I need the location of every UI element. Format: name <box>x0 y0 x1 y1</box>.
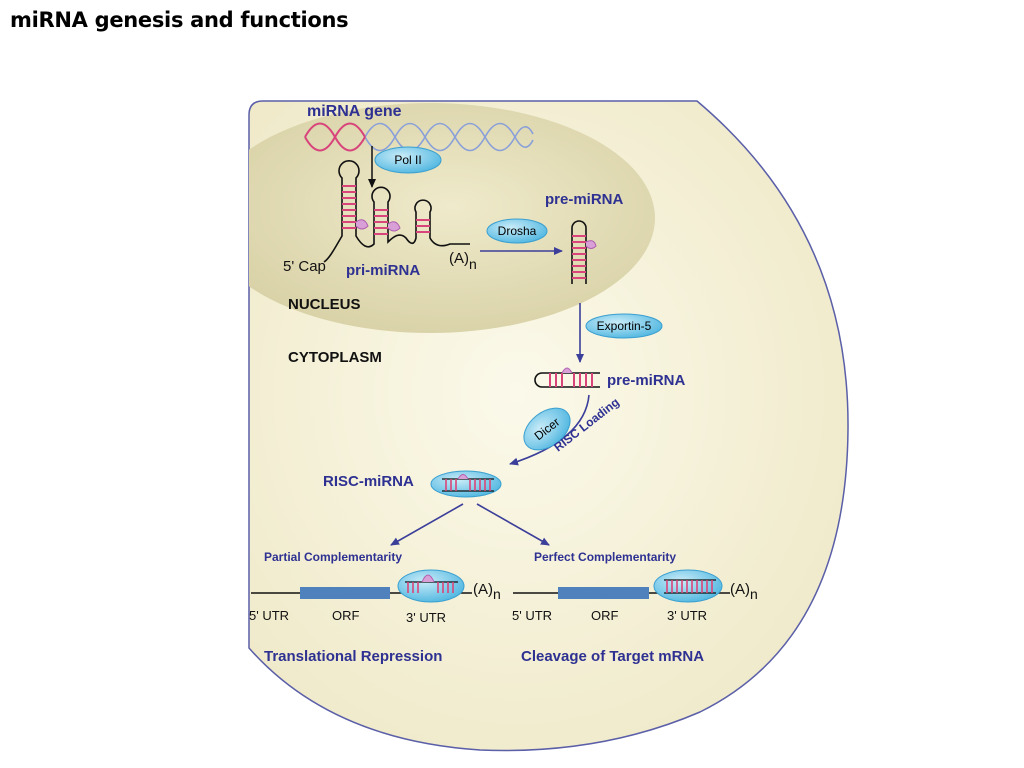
orf-right-box <box>558 587 649 599</box>
mirna-gene-label: miRNA gene <box>307 103 402 120</box>
translational-repression-label: Translational Repression <box>264 648 442 665</box>
pri-mirna-bulge <box>355 219 369 230</box>
cleavage-label: Cleavage of Target mRNA <box>521 648 704 665</box>
slide-title: miRNA genesis and functions <box>10 8 349 32</box>
exportin-enzyme <box>585 313 663 339</box>
nucleus-label: NUCLEUS <box>288 296 361 313</box>
mirna-gene-helix <box>304 122 534 152</box>
risc-mirna-label: RISC-miRNA <box>323 473 414 490</box>
drosha-enzyme <box>486 218 548 244</box>
poly-a-right-label: (A)n <box>730 581 758 602</box>
pol2-enzyme <box>374 146 442 174</box>
orf-left-label: ORF <box>332 608 360 623</box>
utr3-right-label: 3' UTR <box>667 608 707 623</box>
perfect-complementarity-label: Perfect Complementarity <box>534 550 676 564</box>
orf-left-box <box>300 587 390 599</box>
utr5-left-label: 5' UTR <box>249 608 289 623</box>
pre-mirna-nucleus-label: pre-miRNA <box>545 191 624 208</box>
pre-mirna-cytoplasm-hairpin <box>534 367 600 388</box>
mrna-left <box>251 569 472 603</box>
cytoplasm-label: CYTOPLASM <box>288 349 382 366</box>
risc-loading-arrow <box>509 394 590 466</box>
poly-a-left-label: (A)n <box>473 581 501 602</box>
orf-right-label: ORF <box>591 608 619 623</box>
utr3-left-label: 3' UTR <box>406 610 446 625</box>
pre-mirna-nucleus-hairpin <box>571 220 597 284</box>
pri-mirna-stems <box>342 185 430 235</box>
poly-a-nucleus-label: (A)n <box>449 250 477 272</box>
utr5-right-label: 5' UTR <box>512 608 552 623</box>
branch-arrow-right <box>476 503 550 546</box>
pol2-label: Pol II <box>394 153 421 167</box>
mrna-right <box>513 569 730 603</box>
branch-arrow-left <box>390 503 464 546</box>
pre-mirna-cytoplasm-label: pre-miRNA <box>607 372 686 389</box>
pri-mirna-bulge-2 <box>387 221 401 232</box>
dicer-enzyme <box>523 407 571 451</box>
risc-mirna-complex <box>430 470 502 498</box>
partial-complementarity-label: Partial Complementarity <box>264 550 402 564</box>
pri-mirna-label: pri-miRNA <box>346 262 420 279</box>
drosha-label: Drosha <box>498 224 537 238</box>
exportin-label: Exportin-5 <box>597 319 652 333</box>
cap-5-label: 5' Cap <box>283 258 326 275</box>
pri-mirna-structure <box>323 160 470 263</box>
